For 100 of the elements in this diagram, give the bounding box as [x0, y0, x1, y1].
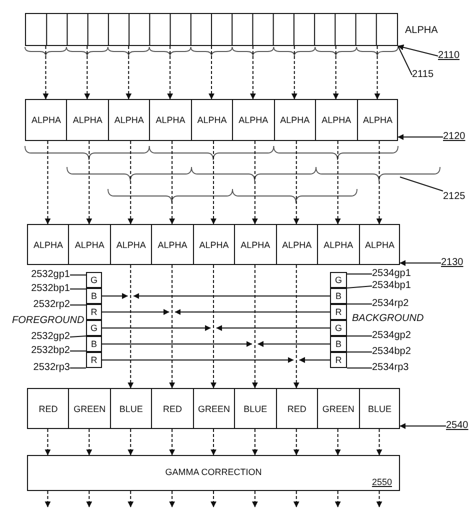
arrow	[167, 46, 174, 100]
arrow	[84, 46, 90, 100]
arrow	[44, 140, 51, 224]
leader-line	[70, 304, 86, 306]
arrow	[210, 264, 216, 388]
arrow	[128, 428, 134, 456]
register-cell: ALPHA	[110, 224, 152, 265]
arrow	[86, 490, 92, 508]
arrow	[252, 264, 258, 388]
register-cell: RED	[27, 388, 68, 429]
arrow	[252, 140, 258, 224]
reference-numeral: 2125	[443, 191, 473, 203]
register-cell: ALPHA	[232, 99, 274, 141]
color-channel-box: R	[330, 304, 347, 320]
arrow	[293, 264, 300, 388]
reference-numeral: 2534gp1	[372, 268, 426, 280]
arrow	[252, 428, 258, 456]
reference-numeral: 2550	[372, 477, 392, 487]
side-label: BACKGROUND	[352, 313, 424, 324]
arrow	[42, 46, 49, 100]
arrow	[293, 140, 300, 224]
color-channel-box: R	[86, 304, 102, 320]
arrow	[376, 140, 382, 224]
color-channel-box: B	[86, 336, 102, 352]
color-channel-box: G	[330, 272, 347, 288]
arrow	[102, 341, 252, 347]
reference-numeral: 2110	[438, 50, 468, 62]
reference-numeral: 2534bp2	[372, 346, 426, 358]
leader-line	[70, 288, 86, 290]
reference-numeral: 2532bp1	[16, 283, 70, 295]
arrow	[86, 140, 92, 224]
register-cell: RED	[151, 388, 193, 429]
arrow	[169, 428, 176, 456]
register-cell: ALPHA	[190, 99, 232, 141]
color-channel-box: B	[86, 288, 102, 304]
leader-line	[70, 350, 86, 352]
leader-line	[70, 274, 86, 276]
color-channel-box: R	[86, 352, 102, 368]
arrow	[169, 140, 176, 224]
register-cell: ALPHA	[151, 224, 193, 265]
register-cell: ALPHA	[27, 224, 68, 265]
arrow	[252, 490, 258, 508]
register-row	[27, 224, 400, 265]
reference-numeral: 2532rp2	[16, 299, 70, 311]
reference-numeral: 2532rp3	[16, 362, 70, 374]
leader-line	[400, 260, 442, 266]
reference-numeral: 2532bp2	[16, 345, 70, 357]
arrow	[208, 46, 214, 100]
arrow	[298, 357, 330, 363]
arrow	[102, 325, 211, 331]
arrow	[257, 341, 330, 347]
reference-numeral: 2534gp2	[372, 330, 426, 342]
arrow	[169, 490, 176, 508]
leader-line	[398, 46, 412, 76]
register-row	[25, 99, 398, 141]
register-cell: ALPHA	[315, 99, 357, 141]
register-cell: GREEN	[317, 388, 359, 429]
register-cell: ALPHA	[356, 99, 398, 141]
reference-numeral: 2534rp2	[372, 298, 426, 310]
register-cell: RED	[276, 388, 318, 429]
arrow	[376, 428, 382, 456]
arrow	[250, 46, 256, 100]
reference-numeral: 2532gp1	[16, 269, 70, 281]
arrow	[293, 428, 300, 456]
arrow	[334, 428, 341, 456]
reference-numeral: 2120	[443, 131, 473, 143]
arrow	[44, 490, 51, 508]
register-cell: ALPHA	[68, 224, 110, 265]
arrow	[126, 46, 132, 100]
gamma-correction-block	[27, 455, 400, 491]
reference-numeral: 2534bp1	[372, 280, 426, 292]
register-cell: BLUE	[110, 388, 152, 429]
color-channel-box: G	[330, 320, 347, 336]
side-label: FOREGROUND	[12, 315, 84, 326]
color-channel-box: R	[330, 352, 347, 368]
leader-line	[400, 176, 444, 192]
register-cell: ALPHA	[108, 99, 150, 141]
arrow	[44, 428, 51, 456]
register-cell: BLUE	[234, 388, 276, 429]
leader-line	[398, 134, 444, 140]
register-cell: ALPHA	[66, 99, 108, 141]
reference-numeral: 2532gp2	[16, 331, 70, 343]
color-channel-box: B	[330, 288, 347, 304]
reference-numeral: 2115	[412, 69, 442, 81]
register-cell: GREEN	[192, 388, 234, 429]
arrow	[102, 357, 294, 363]
reference-numeral: 2540	[446, 420, 474, 432]
beside-label: ALPHA	[405, 25, 438, 36]
register-cell: GREEN	[68, 388, 110, 429]
arrow	[374, 46, 380, 100]
register-cell: ALPHA	[276, 224, 318, 265]
arrow	[102, 309, 170, 315]
reference-numeral: 2130	[441, 257, 471, 269]
arrow	[128, 264, 134, 388]
leader-line	[398, 44, 438, 56]
register-row	[27, 388, 400, 429]
block-title: GAMMA CORRECTION	[164, 467, 263, 477]
leader-line	[400, 423, 446, 429]
register-cell: ALPHA	[317, 224, 359, 265]
arrow	[128, 490, 134, 508]
